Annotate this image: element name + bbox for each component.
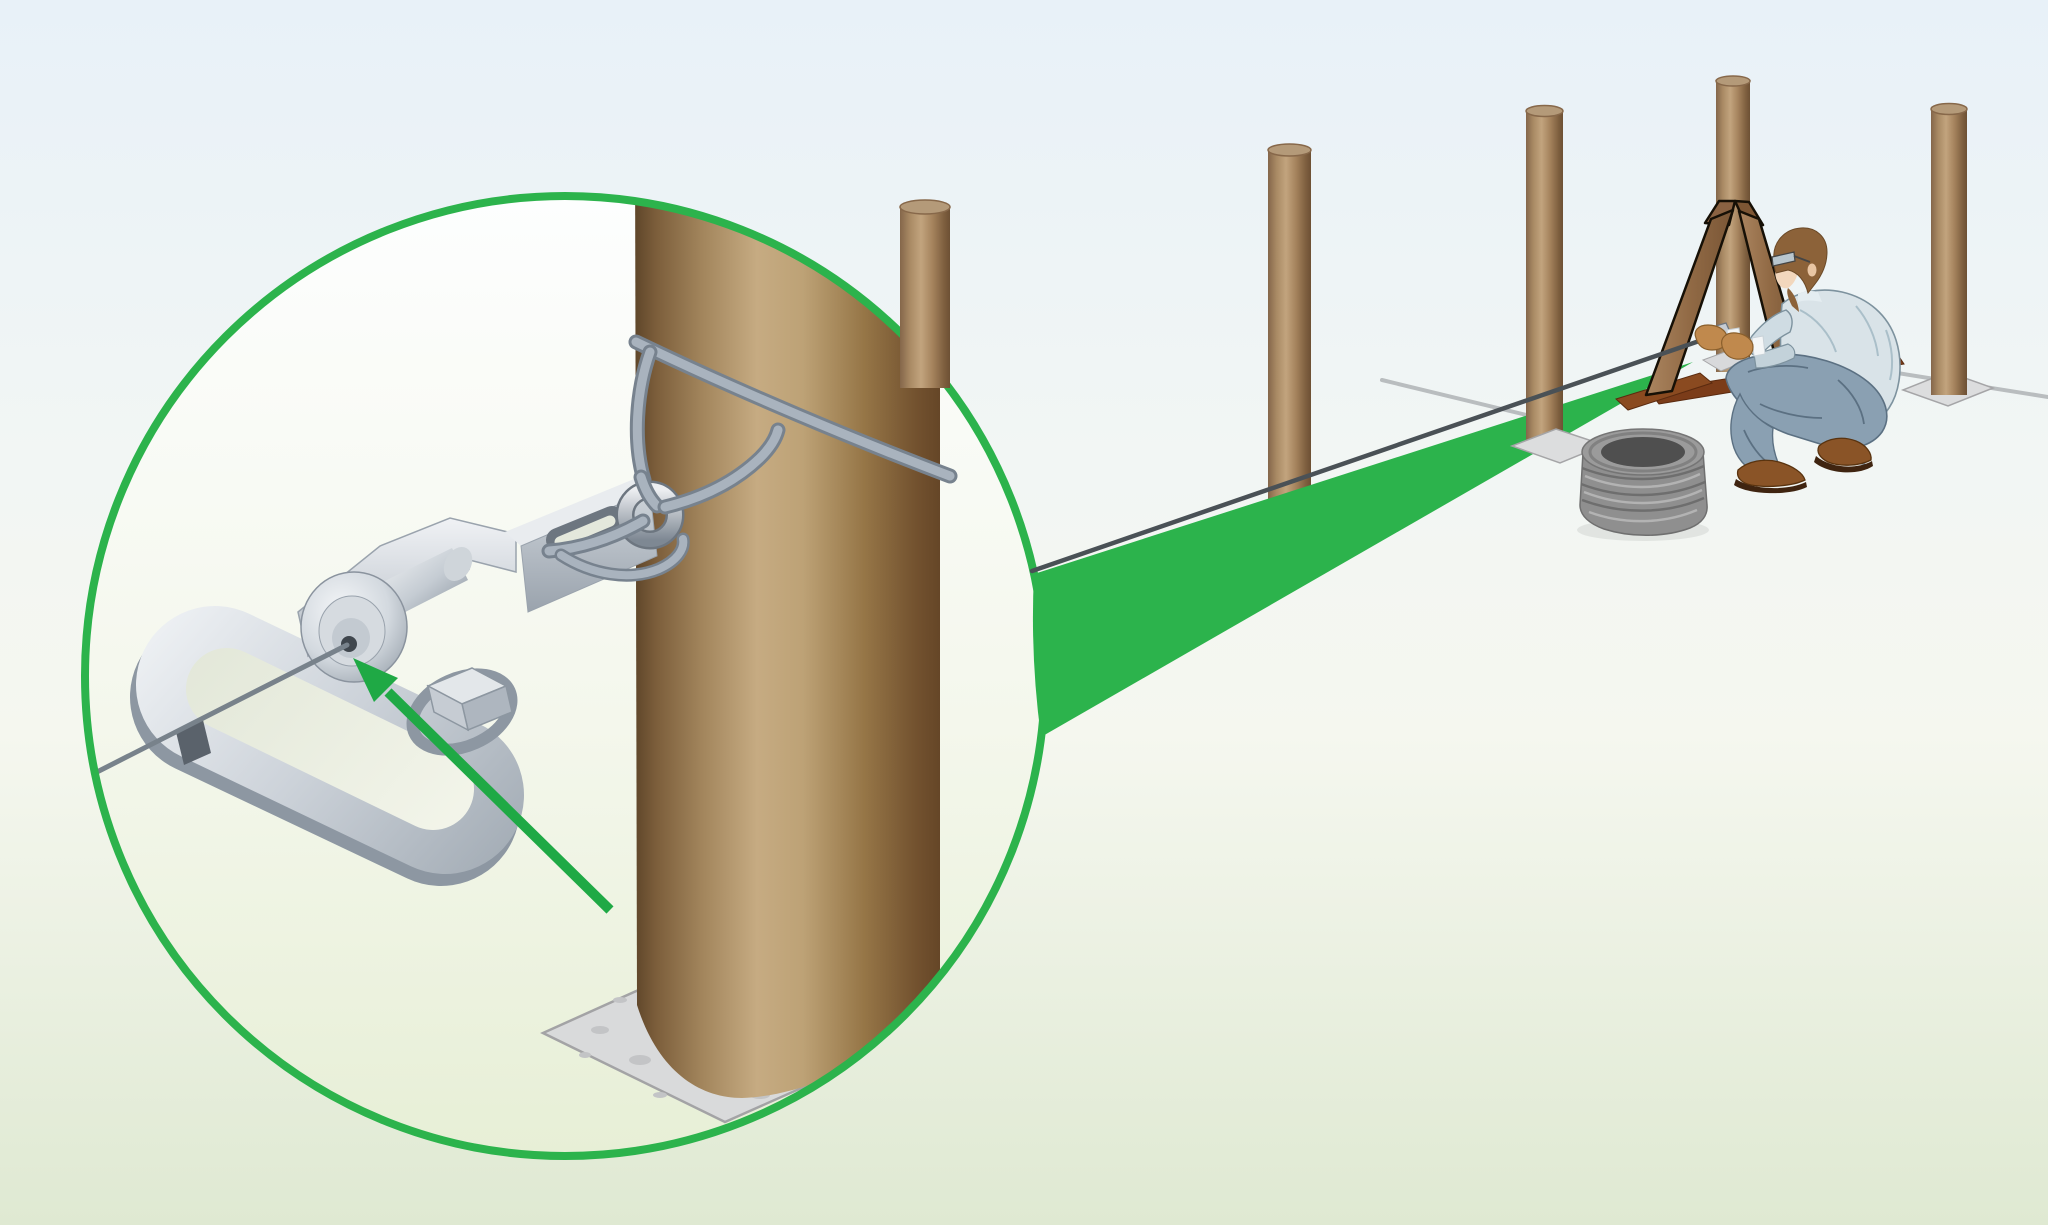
arm-top-face: [505, 479, 650, 546]
boot-right: [1817, 437, 1872, 466]
worker-arm-fore: [1753, 343, 1796, 369]
pointer-arrow: [353, 658, 614, 914]
brace-plank-left: [1644, 208, 1735, 397]
coil-body: [1579, 451, 1708, 536]
coil-strand-lines: [1580, 464, 1706, 523]
worker-beard: [1787, 288, 1799, 312]
boot-left: [1736, 459, 1806, 487]
pointer-arrowhead-icon: [353, 658, 398, 702]
anchor-wire-left-strand: [632, 347, 655, 485]
post-2-body: [1268, 150, 1311, 515]
spindle-end: [443, 546, 473, 582]
anchor-wire-band: [631, 337, 955, 481]
fence-wire-through-strainer: [92, 642, 350, 776]
ratchet-peg: [426, 667, 513, 732]
wire-strainer-tensioner: [92, 479, 685, 886]
glove-cuff-right: [1751, 335, 1766, 357]
post-2-top: [1267, 143, 1312, 157]
worker-ear: [1807, 263, 1817, 277]
worker-hair: [1773, 227, 1828, 295]
anchor-wire-loop: [628, 334, 958, 488]
anchor-wire-front: [541, 422, 786, 582]
magnifier-beam: [1032, 362, 1693, 737]
boot-left-sole: [1734, 479, 1807, 494]
boot-right-sole: [1814, 456, 1873, 473]
post-3-top: [1525, 104, 1564, 118]
post-1-top: [899, 199, 951, 215]
anchor-wire-twist-tail: [557, 535, 688, 580]
worker: [1694, 227, 1901, 494]
tension-wire: [1029, 336, 1708, 574]
glove-right-hand: [1721, 332, 1754, 360]
safety-glasses-icon: [1771, 251, 1796, 267]
coil-top-strands: [1588, 431, 1698, 473]
post-4-top: [1715, 75, 1751, 87]
coil-center-hole: [1601, 437, 1685, 467]
arm-slot-opening: [554, 515, 616, 548]
fence-post-1: [899, 199, 951, 388]
bow-opening: [186, 648, 474, 830]
anchor-wire-right-strand: [660, 425, 783, 512]
post-1-body: [900, 207, 950, 388]
post-5-top: [1930, 102, 1968, 116]
fence-post-5: [1900, 102, 1996, 407]
worker-collar: [1798, 290, 1822, 302]
pointer-arrow-shaft: [384, 688, 614, 914]
fence-post-2: [1267, 143, 1312, 515]
magnifier-content: [85, 196, 1045, 1156]
jeans-fold-lines: [1743, 365, 1865, 467]
anchor-wire-into-ring: [636, 472, 662, 511]
glasses-temple: [1793, 255, 1811, 263]
bow-wire-slot: [176, 720, 211, 765]
post-5-body: [1931, 109, 1967, 395]
fence-post-3: [1509, 104, 1607, 464]
wire-coil: [1577, 428, 1709, 541]
